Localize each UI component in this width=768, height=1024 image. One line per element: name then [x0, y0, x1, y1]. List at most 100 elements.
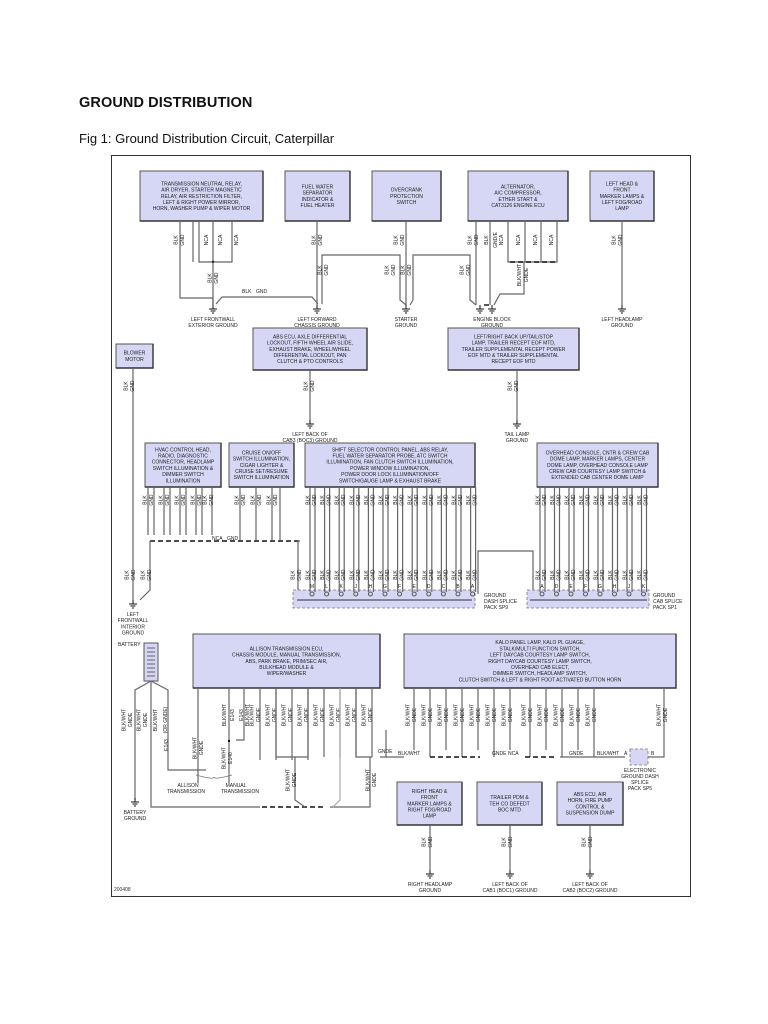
- diagram-frame: [111, 155, 691, 897]
- wire-color-label: GNDE: [272, 707, 278, 722]
- component-body: [447, 327, 580, 371]
- wire-color-label: GND: [324, 264, 330, 276]
- component-label-line: EXHAUST BRAKE, WHEEL/WHEEL: [269, 347, 351, 353]
- wire-color-label: GNDE: [524, 267, 530, 282]
- wire-color-label: GND: [557, 494, 563, 506]
- wire-color-label: NCA: [204, 234, 210, 245]
- wire-color-label: BLK: [320, 495, 326, 505]
- ground-symbol-icon: [476, 305, 484, 314]
- wire-color-label: BLK/WHT: [570, 704, 576, 726]
- ground-symbol-icon: [488, 305, 496, 314]
- battery-label: BATTERY: [118, 642, 141, 648]
- wire-color-label: BLK: [124, 381, 130, 391]
- wire: [355, 688, 372, 758]
- wire-color-label: GND: [197, 494, 203, 506]
- splice-pin-label: C: [442, 584, 446, 590]
- splice-pin-label: H: [613, 584, 617, 590]
- wire-color-label: BLK: [608, 570, 614, 580]
- wire-color-label: BLK: [291, 570, 297, 580]
- transmission-label: TRANSMISSION: [221, 789, 259, 795]
- wire: [409, 254, 477, 306]
- ground-label-g8-line: INTERIOR: [121, 624, 145, 630]
- wire-color-label: GNDE: [304, 707, 310, 722]
- wire-color-label: BLK: [312, 235, 318, 245]
- wire-color-label: NCA: [508, 751, 519, 757]
- component-label-line: LEFT DAYCAB COURTESY LAMP SWITCH,: [490, 653, 590, 659]
- wire-color-label: BLK: [379, 570, 385, 580]
- component-box-c13: [192, 633, 381, 689]
- splice-pin: [612, 591, 617, 597]
- component-edge: [537, 443, 659, 488]
- wire-color-label: BLK/WHT: [657, 704, 663, 726]
- figure-caption: Fig 1: Ground Distribution Circuit, Cate…: [79, 131, 335, 146]
- wire-color-label: BLK: [235, 495, 241, 505]
- wire-color-label: GND: [356, 494, 362, 506]
- wire-color-label: GND: [542, 494, 548, 506]
- component-label-line: CONTROL &: [576, 804, 606, 810]
- wire: [507, 221, 558, 263]
- component-label-line: ABS, PARK BRAKE, PRIM/SEC AIR,: [245, 659, 327, 665]
- component-box-c15: [396, 781, 463, 826]
- wire-color-label: GND: [214, 272, 220, 284]
- splice-label-sp9-line: PACK SP9: [484, 605, 508, 611]
- wire-color-label: GND: [474, 234, 480, 246]
- wire-color-label: BLK: [637, 495, 643, 505]
- wire-color-label: BLK: [318, 265, 324, 275]
- component-label-line: LAMP, TRAILER RECEPT EOF MTD,: [472, 341, 556, 347]
- wire-color-label: BLK/WHT: [438, 704, 444, 726]
- component-label-line: SWITCH/GAUGE LAMP & EXHAUST BRAKE: [339, 478, 442, 484]
- ground-label-g9-line: GROUND: [124, 816, 147, 822]
- wire-color-label: BLK: [408, 495, 414, 505]
- component-body: [192, 633, 381, 689]
- wire-color-label: BLK: [141, 570, 147, 580]
- wire-color-label: GND: [297, 569, 303, 581]
- component-edge: [477, 782, 543, 826]
- splice-pin-label: A: [624, 751, 628, 757]
- wire-color-label: GNDE: [492, 707, 498, 722]
- ground-symbol-icon: [426, 870, 434, 879]
- wire-color-label: GND: [429, 494, 435, 506]
- battery-icon: [143, 642, 159, 682]
- splice-pin: [426, 591, 432, 597]
- component-label-line: A/C COMPRESSOR,: [494, 191, 541, 197]
- component-label-line: LEFT HEAD &: [606, 181, 639, 187]
- wire-color-label: BLK: [579, 570, 585, 580]
- wire-color-label: GND: [586, 569, 592, 581]
- ground-label-g12-line: CAB2 (BOC2) GROUND: [562, 888, 617, 894]
- wire-color-label: GNDE: [372, 772, 378, 787]
- wire-color-label: BLK/WHT: [522, 704, 528, 726]
- wire-color-label: GNDE: [476, 707, 482, 722]
- component-label-line: DOME LAMP, MARKER LAMPS, CENTER: [550, 457, 646, 463]
- component-label-line: OVERCRANK: [391, 188, 423, 194]
- component-body: [371, 170, 442, 222]
- wire-color-label: GND: [473, 569, 479, 581]
- wire-color-label: GNDE: [288, 707, 294, 722]
- component-label-line: STALK/MULTI FUNCTION SWITCH,: [499, 646, 580, 652]
- ground-label-g2-line: LEFT FORWARD: [297, 317, 336, 323]
- wire-color-label: GND: [443, 494, 449, 506]
- ground-label-g10-line: RIGHT HEADLAMP: [408, 882, 453, 888]
- component-label-line: LEFT & RIGHT POWER MIRROR,: [163, 200, 240, 206]
- splice-pin: [397, 591, 403, 597]
- wire-color-label: GND: [542, 569, 548, 581]
- wire-color-label: BLK/WHT: [502, 704, 508, 726]
- wire-color-label: E143: [239, 709, 245, 721]
- component-label-line: LOCKOUT, FIFTH WHEEL AIR SLIDE,: [267, 341, 353, 347]
- wire-color-label: BLK/WHT: [330, 704, 336, 726]
- wire-color-label: GND: [508, 836, 514, 848]
- junction-dot: [227, 739, 231, 743]
- splice-label-sp5-line: ELECTRONIC: [624, 768, 657, 774]
- wire-color-label: BLK: [466, 495, 472, 505]
- wire-color-label: BLK: [364, 495, 370, 505]
- wire-color-label: BLK: [550, 495, 556, 505]
- wire-color-label: GND: [181, 494, 187, 506]
- wire-color-label: GND: [644, 494, 650, 506]
- wire: [215, 296, 319, 305]
- wire-color-label: GNDE: [336, 707, 342, 722]
- wire-color-label: GND: [407, 264, 413, 276]
- wire-color-label: BLK/WHT: [122, 709, 128, 731]
- component-label-line: BULKHEAD MODULE &: [259, 665, 314, 671]
- wire-color-label: GND: [615, 494, 621, 506]
- splice-pin-label: L: [325, 584, 328, 590]
- component-edge: [590, 171, 655, 222]
